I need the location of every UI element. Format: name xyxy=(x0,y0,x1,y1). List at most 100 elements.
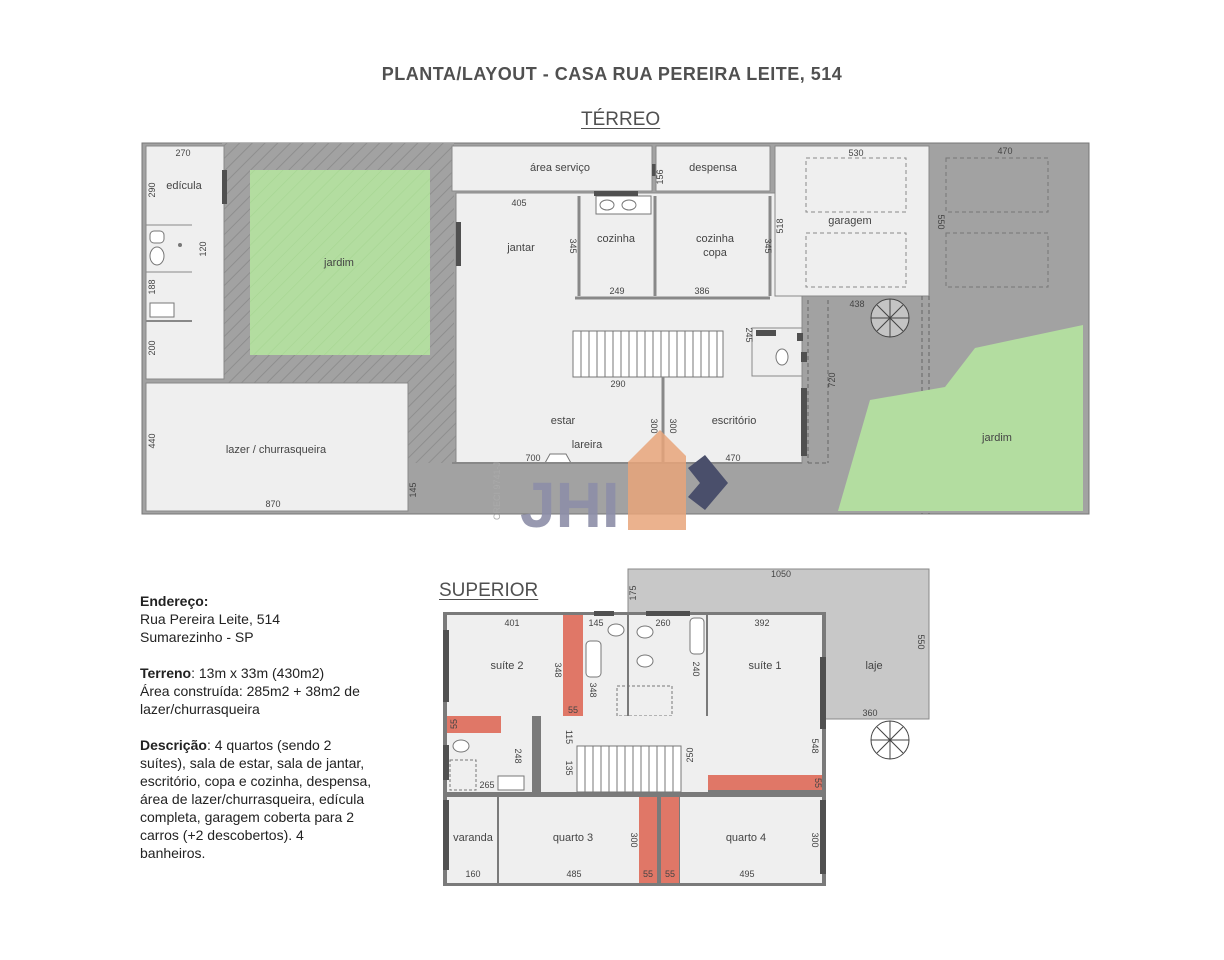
label-jantar: jantar xyxy=(506,242,535,254)
label-quarto3: quarto 3 xyxy=(553,832,593,844)
sup-dim-392: 392 xyxy=(754,618,769,628)
description-line-4: área de lazer/churrasqueira, edícula xyxy=(140,791,365,807)
sup-dim-248: 248 xyxy=(513,748,523,763)
sup-dim-548: 548 xyxy=(810,738,820,753)
label-suite2: suíte 2 xyxy=(490,660,523,672)
label-lareira: lareira xyxy=(572,439,603,451)
sup-dim-360: 360 xyxy=(862,708,877,718)
label-escritorio: escritório xyxy=(712,415,757,427)
sup-dim-265: 265 xyxy=(479,780,494,790)
suite2-closet xyxy=(563,615,583,716)
label-laje: laje xyxy=(865,660,882,672)
area-servico-room xyxy=(451,145,653,192)
sup-dim-145: 145 xyxy=(588,618,603,628)
sup-dim-240: 240 xyxy=(691,661,701,676)
dim-405: 405 xyxy=(511,198,526,208)
suite2-room xyxy=(447,615,563,716)
label-cozinha-copa-2: copa xyxy=(703,247,728,259)
parking-uncovered-2 xyxy=(945,232,1049,288)
quarto4-room xyxy=(680,797,822,883)
jardim-right-area xyxy=(838,325,1083,511)
dim-290-stair: 290 xyxy=(610,379,625,389)
sup-dim-55-a: 55 xyxy=(568,705,578,715)
edicula-toilet xyxy=(149,246,165,266)
superior-stairs xyxy=(576,745,682,793)
sup-dim-115: 115 xyxy=(564,730,574,744)
label-area-servico: área serviço xyxy=(530,162,590,174)
terreo-spiral-stair xyxy=(870,298,910,338)
dim-870: 870 xyxy=(265,499,280,509)
terreo-plan: edícula jardim área serviço despensa gar… xyxy=(141,142,1090,515)
terreo-stairs xyxy=(572,330,724,378)
sup-dim-55-d: 55 xyxy=(643,869,653,879)
dim-720: 720 xyxy=(827,372,837,387)
dim-700: 700 xyxy=(525,453,540,463)
sup-dim-300-b: 300 xyxy=(810,832,820,847)
sup-dim-401: 401 xyxy=(504,618,519,628)
dim-345-b: 345 xyxy=(763,238,773,253)
sup-dim-348-a: 348 xyxy=(553,662,563,677)
garagem-car-2 xyxy=(805,232,907,288)
label-despensa: despensa xyxy=(689,162,738,174)
dim-386: 386 xyxy=(694,286,709,296)
dim-300-a: 300 xyxy=(649,418,659,433)
edicula-shower xyxy=(149,302,175,318)
dim-145: 145 xyxy=(408,482,418,497)
lazer-room xyxy=(145,382,409,512)
sup-dim-175: 175 xyxy=(628,585,638,600)
terreo-heading: TÉRREO xyxy=(581,109,661,130)
dim-518: 518 xyxy=(775,218,785,233)
sup-dim-55-e: 55 xyxy=(665,869,675,879)
description-line-3: escritório, copa e cozinha, despensa, xyxy=(140,773,372,789)
terrain-label: Terreno xyxy=(140,665,192,681)
dim-550: 550 xyxy=(936,214,946,229)
jhi-watermark-logo: JHI xyxy=(520,430,728,541)
terreo-hatch-mid xyxy=(408,383,456,463)
dim-200: 200 xyxy=(147,340,157,355)
sup-dim-260: 260 xyxy=(655,618,670,628)
dim-188: 188 xyxy=(147,279,157,294)
lavabo-toilet xyxy=(775,348,789,366)
dim-530: 530 xyxy=(848,148,863,158)
garagem-room xyxy=(774,145,930,297)
sup-dim-348-b: 348 xyxy=(588,682,598,697)
dim-470-bottom: 470 xyxy=(725,453,740,463)
description-line-5: completa, garagem coberta para 2 xyxy=(140,809,355,825)
parking-uncovered-1 xyxy=(945,157,1049,213)
page-title: PLANTA/LAYOUT - CASA RUA PEREIRA LEITE, … xyxy=(381,64,843,84)
quarto4-closet xyxy=(661,797,679,883)
sup-dim-250: 250 xyxy=(685,747,695,762)
edicula-window xyxy=(222,170,227,204)
jardim-left-area xyxy=(250,170,430,355)
logo-text: JHI xyxy=(520,469,620,541)
description-line-6: carros (+2 descobertos). 4 xyxy=(140,827,304,843)
address-line-2: Sumarezinho - SP xyxy=(140,629,254,645)
label-cozinha-copa-1: cozinha xyxy=(696,233,735,245)
dim-249: 249 xyxy=(609,286,624,296)
label-estar: estar xyxy=(551,415,576,427)
label-lazer: lazer / churrasqueira xyxy=(226,444,327,456)
description-label: Descrição xyxy=(140,737,207,753)
label-edicula: edícula xyxy=(166,180,202,192)
dim-345-a: 345 xyxy=(568,238,578,253)
creci-watermark: CRECI 9741-J xyxy=(492,461,502,520)
address-line-1: Rua Pereira Leite, 514 xyxy=(140,611,281,627)
logo-orange-shape xyxy=(628,430,686,530)
garagem-car-1 xyxy=(805,157,907,213)
edicula-sink xyxy=(149,230,165,244)
despensa-room xyxy=(655,145,771,192)
label-cozinha: cozinha xyxy=(597,233,636,245)
lareira-fireplace xyxy=(544,453,572,464)
label-varanda: varanda xyxy=(453,832,494,844)
address-block: Endereço: Rua Pereira Leite, 514 Sumarez… xyxy=(140,592,400,646)
escritorio-window xyxy=(801,388,807,456)
dim-245: 245 xyxy=(744,327,754,342)
sup-dim-550: 550 xyxy=(916,634,926,649)
varanda-area xyxy=(447,797,497,883)
jantar-window xyxy=(456,222,461,266)
terrain-block: Terreno: 13m x 33m (430m2) Área construí… xyxy=(140,664,400,718)
suite1-closet xyxy=(708,775,822,790)
suite2-closet-2 xyxy=(447,716,501,733)
label-jardim-left: jardim xyxy=(323,257,354,269)
description-block: Descrição: 4 quartos (sendo 2 suítes), s… xyxy=(140,736,400,862)
